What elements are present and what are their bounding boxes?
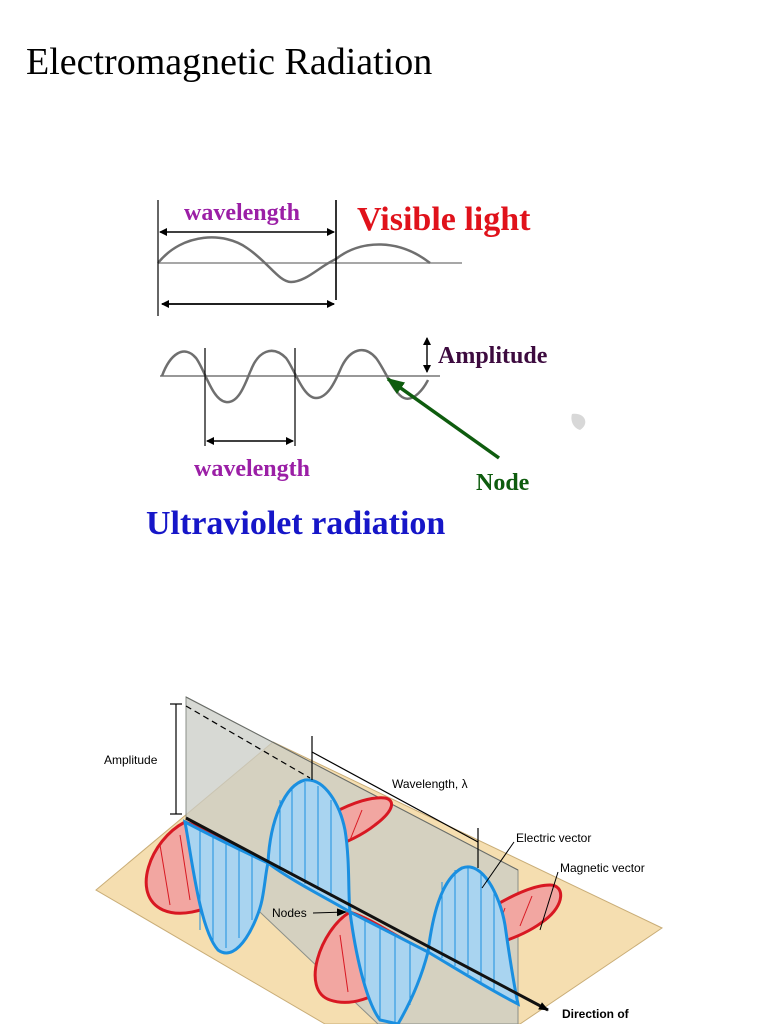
- magnetic-hatch: [519, 895, 533, 927]
- amplitude-3d-label: Amplitude: [104, 753, 158, 767]
- wavelength-3d-label: Wavelength, λ: [392, 777, 468, 791]
- electric-vector-label: Electric vector: [516, 831, 591, 845]
- nodes-leader: [312, 908, 347, 917]
- magnetic-hatch: [339, 934, 349, 993]
- electric-lobe-1: [266, 778, 352, 915]
- propagation-axis: [185, 816, 549, 1012]
- electric-lobe-3: [426, 865, 521, 1007]
- node-label: Node: [476, 470, 530, 496]
- magnetic-vector-label: Magnetic vector: [560, 861, 645, 875]
- electric-wave: [182, 778, 521, 1024]
- magnetic-vector-leader: [539, 871, 559, 931]
- electric-lobe-4: [348, 909, 430, 1024]
- magnetic-hatch: [179, 834, 191, 901]
- wavelength-bracket-line: [311, 751, 479, 843]
- nodes-label: Nodes: [272, 906, 307, 920]
- amplitude-dashed-guide: [185, 705, 311, 779]
- em-wave-3d-diagram: Amplitude Wavelength, λ Electric vector …: [95, 696, 664, 1024]
- page-title: Electromagnetic Radiation: [26, 41, 433, 83]
- visible-wavelength-label: wavelength: [184, 200, 300, 226]
- vertical-plane-crest-line: [185, 696, 519, 871]
- direction-label: Direction of: [562, 1007, 630, 1021]
- ultraviolet-diagram: Amplitude wavelength Node Ultraviolet ra…: [146, 337, 548, 542]
- visible-light-diagram: wavelength Visible light: [157, 200, 531, 316]
- magnetic-hatch: [349, 809, 363, 841]
- visible-wave: [157, 236, 431, 284]
- scan-artifact: [571, 413, 586, 430]
- electric-vector-leader: [481, 841, 515, 889]
- node-pointer-arrow: [386, 377, 501, 460]
- uv-wavelength-label: wavelength: [194, 456, 310, 482]
- visible-light-label: Visible light: [357, 201, 531, 238]
- ultraviolet-label: Ultraviolet radiation: [146, 505, 445, 542]
- magnetic-hatch: [159, 844, 171, 906]
- amplitude-label: Amplitude: [438, 343, 548, 369]
